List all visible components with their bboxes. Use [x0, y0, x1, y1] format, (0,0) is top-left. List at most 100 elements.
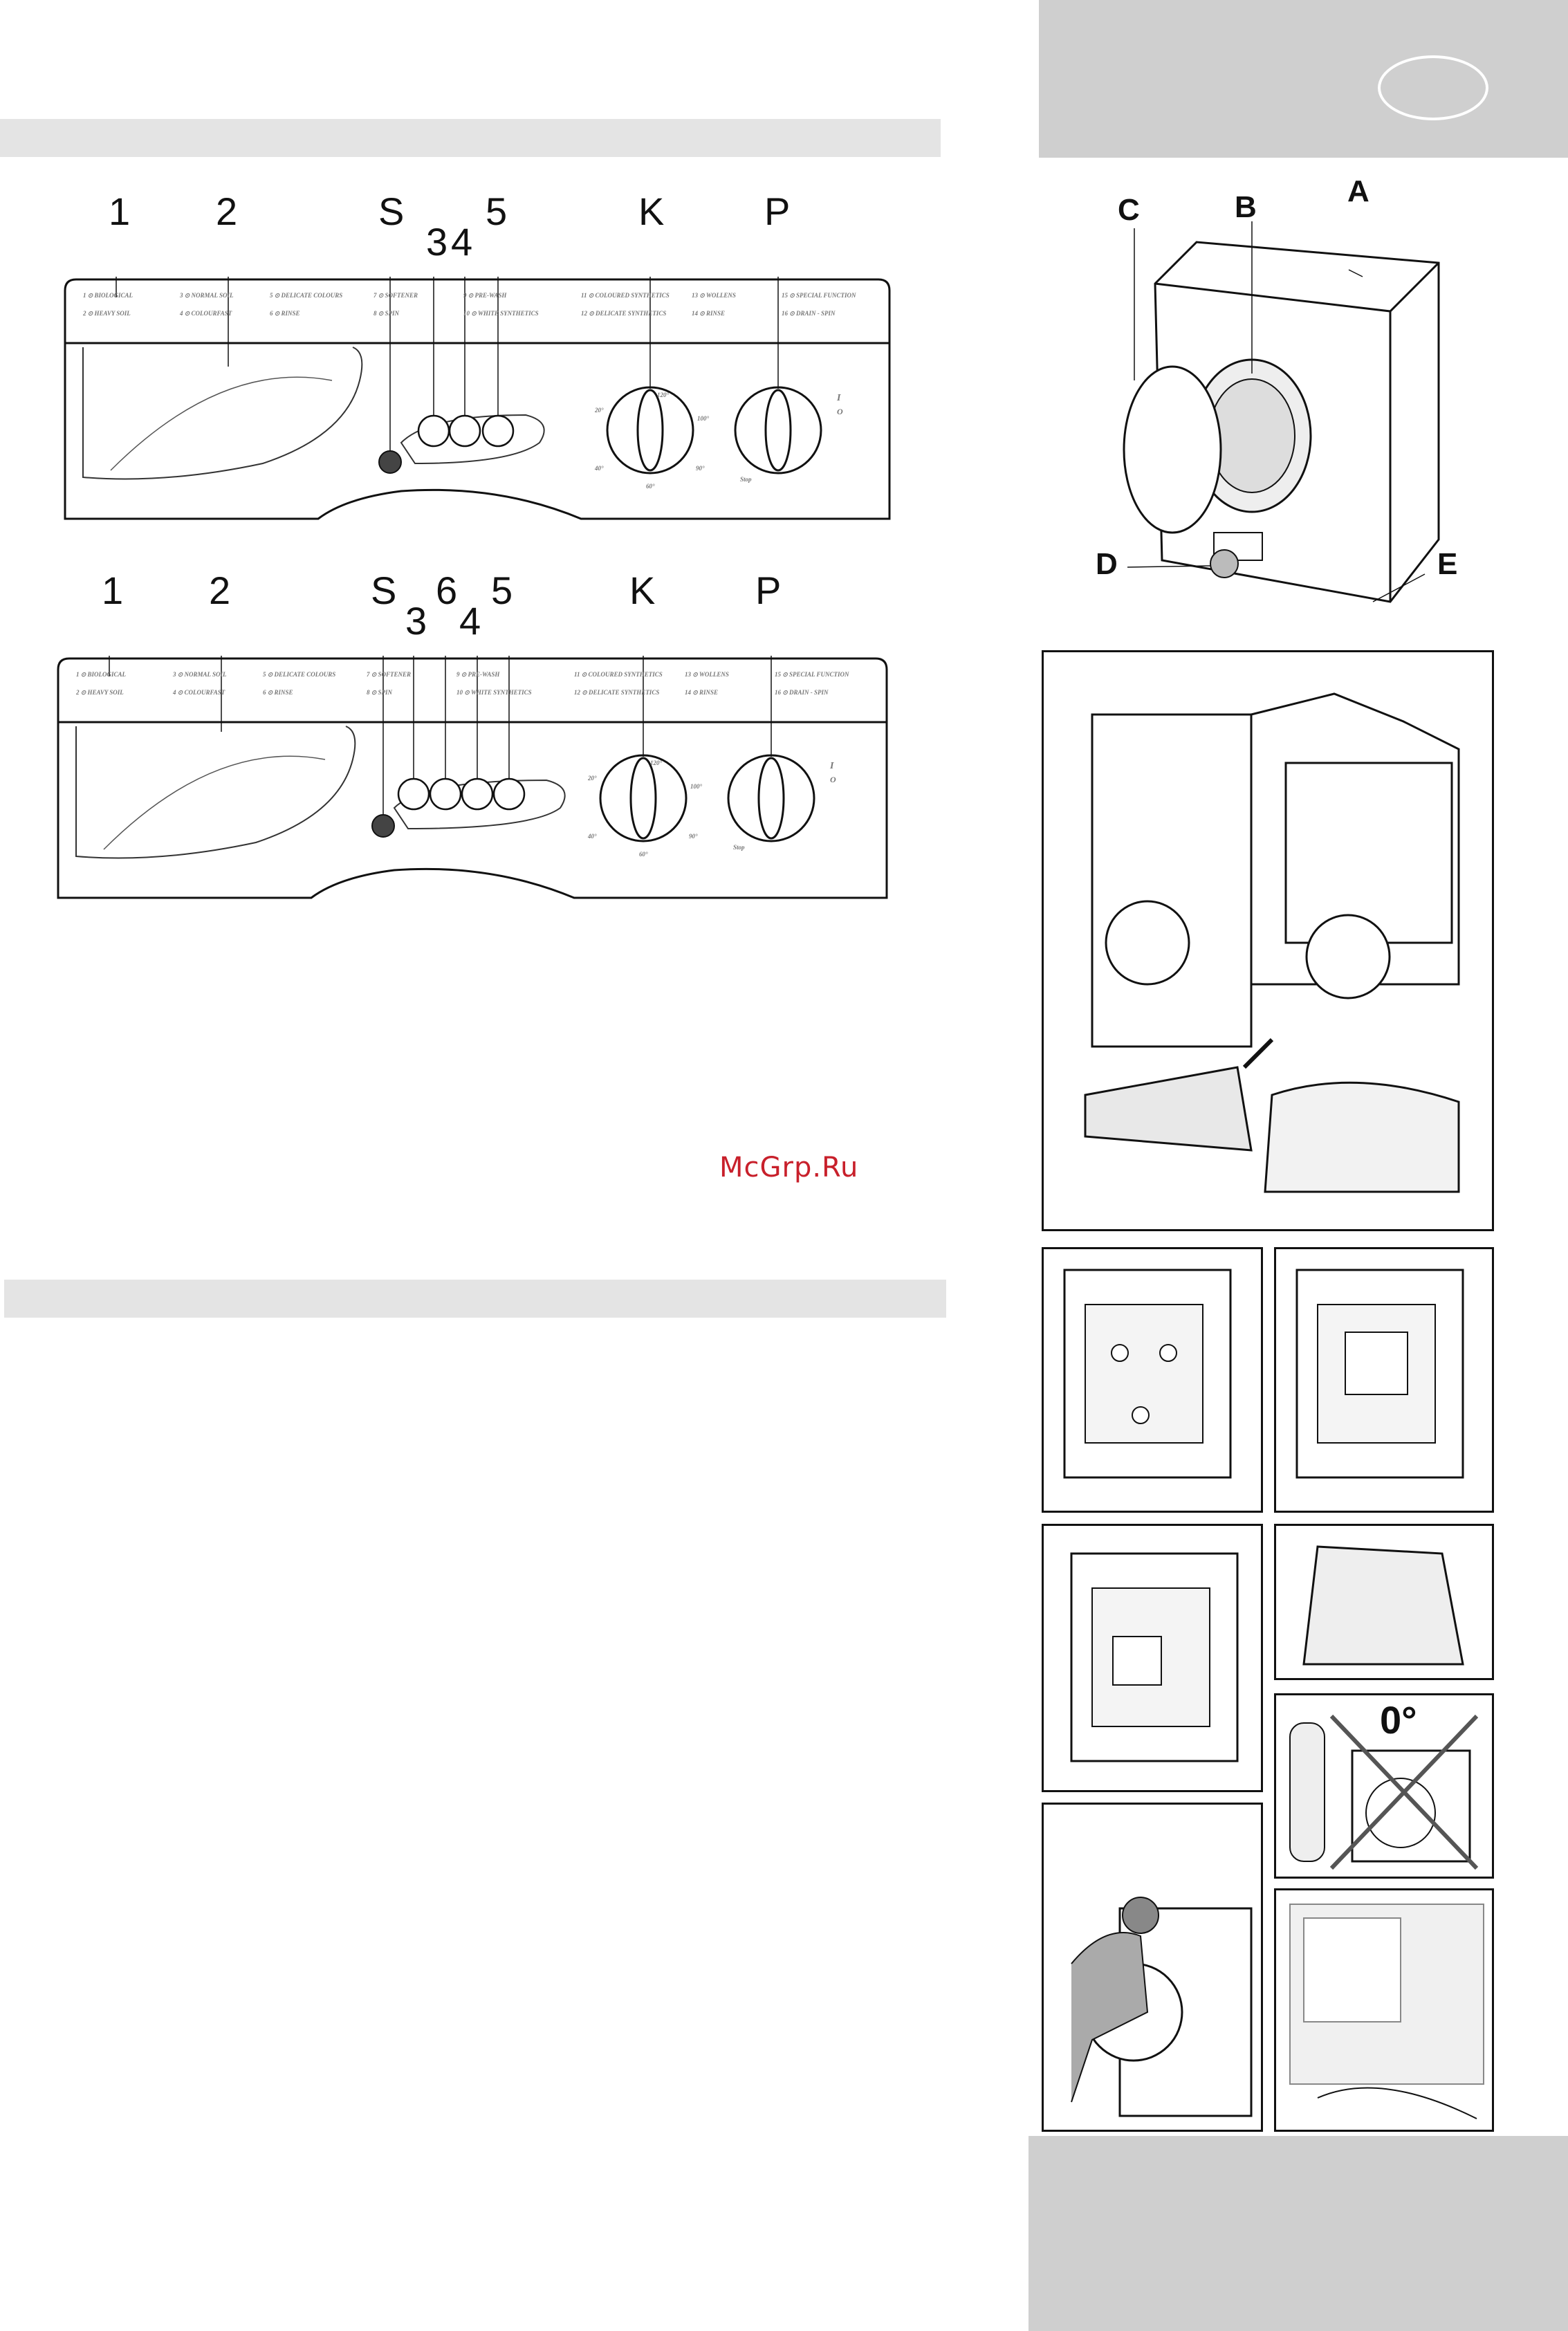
legend-label: COLOURED SYNTHETICS	[588, 671, 663, 678]
panel-1-drawing	[64, 277, 891, 520]
legend-entry: 11 ⊙ COLOURED SYNTHETICS	[574, 671, 663, 679]
legend-label: WHITE SYNTHETICS	[477, 310, 539, 317]
k-temp-100: 100°	[690, 783, 703, 790]
legend-label: WOLLENS	[705, 292, 736, 299]
legend-entry: 4 ⊙ COLOURFAST	[173, 689, 225, 697]
legend-number: 1 ⊙	[83, 292, 95, 299]
k-temp-120: 120°	[657, 391, 670, 398]
p-stop-label: Stop	[740, 476, 752, 483]
legend-label: DELICATE SYNTHETICS	[589, 689, 660, 696]
legend-number: 13 ⊙	[692, 292, 706, 299]
callout-3: 3	[426, 220, 448, 264]
legend-number: 11 ⊙	[581, 292, 596, 299]
k-temp-120: 120°	[650, 759, 663, 766]
legend-number: 13 ⊙	[685, 671, 699, 678]
legend-label: SPECIAL FUNCTION	[789, 671, 849, 678]
legend-entry: 4 ⊙ COLOURFAST	[180, 310, 232, 317]
legend-number: 16 ⊙	[782, 310, 797, 317]
legend-entry: 3 ⊙ NORMAL SOIL	[180, 292, 233, 300]
callout-4: 4	[459, 599, 481, 643]
language-tab-box	[1039, 0, 1568, 158]
callout-d: D	[1096, 547, 1118, 581]
callout-e: E	[1437, 547, 1458, 581]
legend-entry: 15 ⊙ SPECIAL FUNCTION	[782, 292, 856, 300]
level-feet-drawing	[1289, 1904, 1484, 2119]
panel-1-legend: 1 ⊙ BIOLOGICAL 3 ⊙ NORMAL SOIL 5 ⊙ DELICAT…	[83, 292, 878, 333]
power-on-label: I	[837, 393, 841, 403]
callout-5: 5	[486, 190, 508, 233]
callout-5: 5	[491, 569, 513, 612]
callout-1: 1	[109, 190, 131, 233]
keep-bolts-bag-figure	[1274, 1524, 1494, 1680]
legend-label: WHITE SYNTHETICS	[470, 689, 532, 696]
legend-label: PRE-WASH	[468, 671, 500, 678]
level-feet-figure	[1274, 1888, 1494, 2132]
watermark-text: McGrp.Ru	[719, 1152, 859, 1183]
legend-number: 8 ⊙	[373, 310, 385, 317]
legend-number: 9 ⊙	[463, 292, 475, 299]
plugs-drawing	[1070, 1552, 1239, 1762]
callout-k: K	[629, 569, 656, 612]
legend-label: HEAVY SOIL	[94, 310, 131, 317]
legend-number: 1 ⊙	[76, 671, 88, 678]
legend-entry: 7 ⊙ SOFTENER	[373, 292, 418, 300]
legend-number: 10 ⊙	[463, 310, 478, 317]
callout-b: B	[1235, 190, 1257, 224]
legend-entry: 14 ⊙ RINSE	[692, 310, 725, 317]
k-temp-100: 100°	[697, 415, 710, 422]
legend-number: 7 ⊙	[367, 671, 378, 678]
legend-entry: 6 ⊙ RINSE	[270, 310, 300, 317]
callout-3: 3	[405, 599, 427, 643]
legend-entry: 2 ⊙ HEAVY SOIL	[83, 310, 131, 317]
callout-c: C	[1118, 193, 1140, 227]
legend-label: HEAVY SOIL	[87, 689, 124, 696]
zero-degree-label: 0°	[1380, 1698, 1417, 1742]
spacers-drawing	[1295, 1269, 1464, 1479]
power-on-label: I	[830, 761, 834, 771]
power-off-label: O	[837, 407, 843, 416]
callout-p: P	[755, 569, 782, 612]
section-header-bar-top	[0, 119, 941, 157]
legend-entry: 1 ⊙ BIOLOGICAL	[76, 671, 126, 679]
machine-overview-drawing	[1123, 221, 1440, 603]
legend-entry: 9 ⊙ PRE-WASH	[456, 671, 499, 679]
unpacking-drawing	[1084, 692, 1460, 1193]
legend-number: 12 ⊙	[581, 310, 596, 317]
legend-entry: 9 ⊙ PRE-WASH	[463, 292, 506, 300]
callout-2: 2	[209, 569, 231, 612]
legend-label: COLOURED SYNTHETICS	[595, 292, 670, 299]
k-temp-20: 20°	[588, 775, 597, 782]
callout-a: A	[1347, 174, 1369, 208]
callout-s: S	[371, 569, 397, 612]
p-stop-label: Stop	[733, 844, 745, 851]
legend-entry: 3 ⊙ NORMAL SOIL	[173, 671, 226, 679]
legend-entry: 1 ⊙ BIOLOGICAL	[83, 292, 133, 300]
legend-label: DELICATE COLOURS	[281, 292, 343, 299]
legend-label: DRAIN - SPIN	[789, 689, 829, 696]
legend-number: 7 ⊙	[373, 292, 385, 299]
legend-entry: 5 ⊙ DELICATE COLOURS	[270, 292, 342, 300]
positioning-drawing	[1071, 1897, 1253, 2117]
section-header-bar-middle	[4, 1280, 946, 1318]
legend-number: 10 ⊙	[456, 689, 471, 696]
language-oval-badge	[1378, 55, 1488, 120]
legend-label: PRE-WASH	[474, 292, 507, 299]
legend-number: 8 ⊙	[367, 689, 378, 696]
legend-number: 14 ⊙	[692, 310, 707, 317]
callout-k: K	[638, 190, 665, 233]
unpacking-illustration	[1042, 650, 1494, 1231]
bolts-drawing	[1063, 1269, 1232, 1479]
legend-label: RINSE	[706, 310, 726, 317]
positioning-machine-figure	[1042, 1803, 1263, 2132]
legend-number: 6 ⊙	[270, 310, 282, 317]
legend-number: 2 ⊙	[83, 310, 95, 317]
callout-4: 4	[451, 220, 473, 264]
legend-label: WOLLENS	[699, 671, 729, 678]
legend-entry: 16 ⊙ DRAIN - SPIN	[782, 310, 836, 317]
legend-entry: 13 ⊙ WOLLENS	[692, 292, 736, 300]
legend-entry: 6 ⊙ RINSE	[263, 689, 293, 697]
legend-entry: 8 ⊙ SPIN	[367, 689, 392, 697]
legend-label: DELICATE SYNTHETICS	[596, 310, 667, 317]
legend-label: SPIN	[378, 689, 393, 696]
